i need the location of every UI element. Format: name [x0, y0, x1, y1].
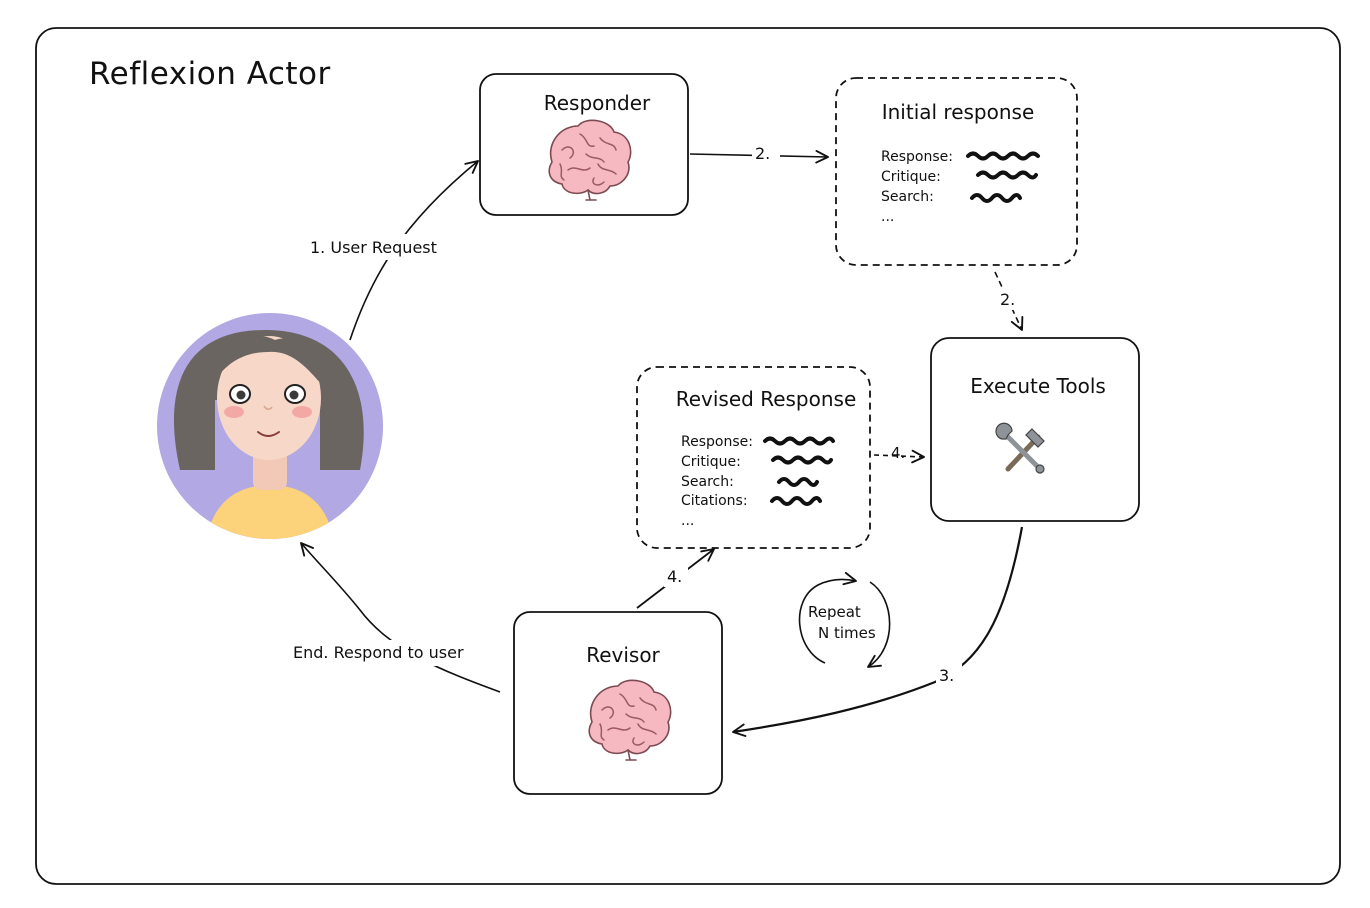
label-bg: [752, 142, 780, 164]
repeat-loop: Repeat N times: [798, 571, 891, 668]
responder-title: Responder: [544, 91, 651, 115]
revised-field-search: Search:: [681, 474, 734, 490]
edge-label-4b: 4.: [891, 444, 905, 462]
revised-response-node: Revised Response Response: Critique: Sea…: [636, 366, 871, 549]
initial-field-critique: Critique:: [881, 169, 941, 185]
revisor-node: Revisor: [513, 611, 723, 795]
scribble-line: [771, 455, 833, 465]
edge-revisor-to-user: [300, 542, 501, 693]
loop-arrow-right: [867, 581, 891, 668]
loop-label-times: N times: [818, 624, 876, 642]
label-bg: [936, 662, 962, 686]
scribble-line: [966, 151, 1040, 161]
loop-label-repeat: Repeat: [808, 603, 861, 621]
edge-label-end: End. Respond to user: [293, 643, 464, 662]
initial-field-more: ...: [881, 209, 894, 225]
execute-tools-node: Execute Tools: [930, 337, 1140, 522]
execute-tools-title: Execute Tools: [970, 374, 1106, 398]
scribble-line: [976, 170, 1038, 180]
hammer-and-wrench-icon: [995, 422, 1045, 474]
revised-field-more: ...: [681, 513, 694, 529]
responder-node: Responder: [479, 73, 689, 216]
user-avatar: [157, 313, 383, 539]
label-bg: [290, 640, 495, 666]
scribble-line: [970, 193, 1022, 203]
edge-tools-to-revisor: [732, 526, 1024, 737]
loop-arrow-left: [798, 571, 857, 664]
edge-label-4a: 4.: [667, 567, 682, 586]
revisor-title: Revisor: [586, 643, 660, 667]
initial-response-title: Initial response: [882, 100, 1035, 124]
revised-response-title: Revised Response: [676, 387, 857, 411]
initial-response-node: Initial response Response: Critique: Sea…: [835, 77, 1078, 266]
scribble-line: [770, 496, 822, 506]
revised-field-critique: Critique:: [681, 454, 741, 470]
initial-field-search: Search:: [881, 189, 934, 205]
edge-label-2a: 2.: [755, 144, 770, 163]
revised-field-response: Response:: [681, 434, 753, 450]
label-bg: [998, 288, 1024, 310]
edge-label-3: 3.: [939, 666, 954, 685]
diagram-title: Reflexion Actor: [89, 56, 331, 92]
edge-label-2b: 2.: [1000, 290, 1015, 309]
edge-label-user-request: 1. User Request: [310, 238, 437, 257]
revised-field-citations: Citations:: [681, 493, 748, 509]
diagram-frame: [35, 27, 1341, 885]
scribble-line: [763, 436, 835, 446]
label-bg: [664, 565, 688, 587]
scribble-line: [777, 477, 819, 487]
initial-field-response: Response:: [881, 149, 953, 165]
label-bg: [305, 234, 461, 260]
